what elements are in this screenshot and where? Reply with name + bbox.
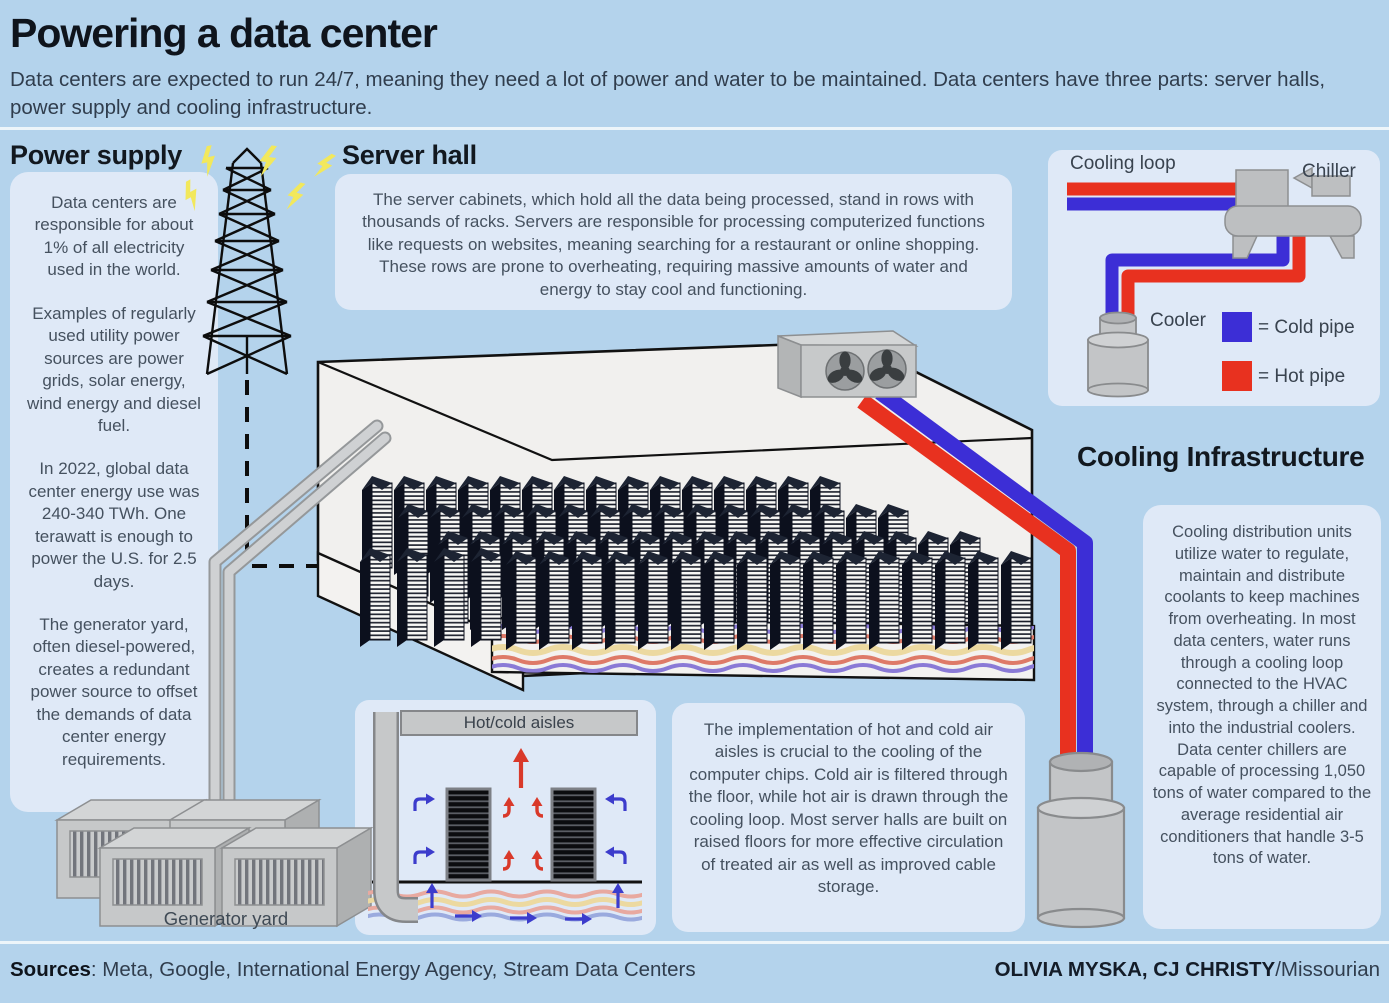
transmission-tower-icon: [202, 147, 292, 376]
sources-text: : Meta, Google, International Energy Age…: [90, 958, 696, 981]
cold-pipe-swatch: [1222, 312, 1252, 342]
cooling-loop-diagram: [1067, 166, 1362, 398]
cooling-loop-label: Cooling loop: [1070, 153, 1176, 174]
server-hall-heading: Server hall: [342, 140, 477, 170]
power-paragraph-2: Examples of regularly used utility power…: [27, 303, 201, 435]
credit-line: OLIVIA MYSKA, CJ CHRISTY/Missourian: [880, 958, 1380, 982]
cooler-label: Cooler: [1150, 310, 1206, 331]
aisle-server-rack-icon: [445, 787, 597, 882]
sources-line: Sources: Meta, Google, International Ene…: [10, 958, 696, 982]
server-hall-paragraph: The server cabinets, which hold all the …: [362, 190, 985, 299]
generator-pipe: [208, 419, 392, 852]
footer-divider: [0, 941, 1389, 944]
cooling-pipe-icon: [373, 712, 419, 923]
hot-cold-aisles-diagram: [368, 712, 642, 925]
cold-pipe-legend-label: = Cold pipe: [1258, 317, 1355, 338]
hot-pipe-legend-label: = Hot pipe: [1258, 366, 1346, 387]
cold-air-arrows: [413, 791, 627, 925]
power-supply-heading: Power supply: [10, 140, 182, 170]
page-title: Powering a data center: [10, 10, 438, 56]
cooling-infrastructure-text: Cooling distribution units utilize water…: [1143, 505, 1381, 929]
power-paragraph-1: Data centers are responsible for about 1…: [34, 193, 194, 280]
sources-label: Sources: [10, 958, 91, 981]
cold-pipe: [875, 385, 1093, 772]
header-divider: [0, 127, 1389, 130]
cooler-icon: [1036, 751, 1126, 929]
hot-pipe: [857, 394, 1076, 772]
aisles-diagram-title-bar: Hot/cold aisles: [400, 710, 638, 736]
cooler-small-icon: [1087, 311, 1149, 398]
cooling-loop-main-pipes: [857, 385, 1093, 772]
power-line-dashed: [245, 380, 318, 568]
hot-air-arrows: [501, 748, 545, 871]
aisles-diagram-title: Hot/cold aisles: [463, 713, 575, 732]
cooling-infrastructure-paragraph: Cooling distribution units utilize water…: [1152, 523, 1372, 868]
credit-publication: /Missourian: [1275, 958, 1380, 981]
page-subtitle: Data centers are expected to run 24/7, m…: [10, 68, 1326, 119]
hvac-unit-icon: [777, 330, 919, 399]
cooling-infrastructure-heading: Cooling Infrastructure: [1077, 441, 1365, 472]
generator-yard-label: Generator yard: [163, 908, 289, 929]
power-paragraph-4: The generator yard, often diesel-powered…: [30, 615, 198, 769]
power-supply-panel: [10, 172, 218, 812]
power-paragraph-3: In 2022, global data center energy use w…: [28, 459, 200, 591]
hot-pipe-swatch: [1222, 361, 1252, 391]
chiller-label: Chiller: [1302, 161, 1356, 182]
aisles-paragraph: The implementation of hot and cold air a…: [688, 720, 1009, 897]
aisles-text: The implementation of hot and cold air a…: [672, 703, 1025, 932]
credit-authors: OLIVIA MYSKA, CJ CHRISTY: [994, 958, 1276, 981]
power-supply-text: Data centers are responsible for about 1…: [10, 172, 218, 812]
server-hall-text: The server cabinets, which hold all the …: [335, 174, 1012, 310]
chiller-icon: [1224, 166, 1362, 259]
